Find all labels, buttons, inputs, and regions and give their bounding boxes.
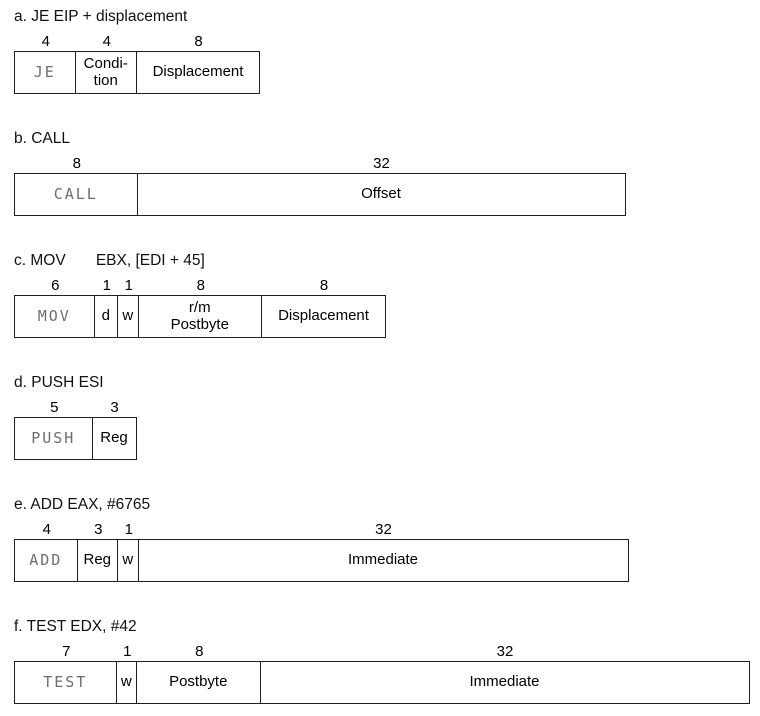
section-title-f: f. TEST EDX, #42 (14, 618, 137, 635)
bit-count-label: 1 (102, 277, 111, 294)
section-title-b: b. CALL (14, 130, 71, 147)
opcode-cell-je: JE (15, 52, 76, 93)
field-cell-condi-tion: Condi- tion (76, 52, 137, 93)
field-cell-reg: Reg (78, 540, 118, 581)
bit-width-row: 7 1 8 32 (14, 643, 760, 660)
opcode-cell-call: CALL (15, 174, 138, 215)
section-title-c: c. MOV EBX, [EDI + 45] (14, 252, 205, 269)
bit-count-label: 1 (124, 521, 133, 538)
bit-width-row: 4 4 8 (14, 33, 760, 50)
field-cell-immediate: Immediate (469, 673, 540, 691)
bit-count-label: 32 (373, 155, 390, 172)
section-title-d: d. PUSH ESI (14, 374, 104, 391)
field-cell-postbyte: Postbyte (137, 662, 261, 703)
opcode-cell-test: TEST (15, 662, 117, 703)
field-cell-immediate: Immediate (347, 551, 419, 569)
bit-count-label: 4 (42, 521, 51, 538)
bit-count-label: 3 (94, 521, 103, 538)
bit-count-label: 6 (51, 277, 60, 294)
opcode-cell-add: ADD (15, 540, 78, 581)
bit-count-label: 32 (496, 643, 514, 660)
bit-count-label: 32 (375, 521, 392, 538)
bit-count-label: 8 (72, 155, 81, 172)
encoding-box-row: PUSH Reg (14, 417, 137, 460)
bit-count-label: 3 (110, 399, 119, 416)
bit-count-label: 5 (50, 399, 59, 416)
field-cell-w: w (118, 296, 139, 337)
encoding-box-row: CALL Offset (14, 173, 626, 216)
field-cell-offset: Offset (361, 185, 401, 203)
bit-count-label: 4 (41, 33, 50, 50)
bit-count-label: 8 (195, 643, 204, 660)
bit-count-label: 8 (196, 277, 205, 294)
bit-width-row: 4 3 1 32 (14, 521, 760, 538)
field-cell-w: w (118, 540, 139, 581)
bit-width-row: 8 32 (14, 155, 760, 172)
bit-count-label: 8 (194, 33, 203, 50)
opcode-cell-mov: MOV (15, 296, 95, 337)
bit-count-label: 7 (62, 643, 71, 660)
opcode-cell-push: PUSH (15, 418, 93, 459)
section-title-a: a. JE EIP + displacement (14, 8, 188, 25)
section-title-e: e. ADD EAX, #6765 (14, 496, 151, 513)
field-cell-displacement: Displacement (152, 63, 244, 81)
field-cell-reg: Reg (100, 429, 128, 447)
bit-count-label: 1 (123, 643, 132, 660)
field-cell-w: w (117, 662, 137, 703)
bit-count-label: 8 (319, 277, 329, 294)
bit-count-label: 4 (102, 33, 111, 50)
field-cell-r-m-postbyte: r/m Postbyte (139, 296, 262, 337)
field-cell-displacement: Displacement (278, 307, 369, 325)
bit-count-label: 1 (124, 277, 133, 294)
field-cell-d: d (95, 296, 118, 337)
